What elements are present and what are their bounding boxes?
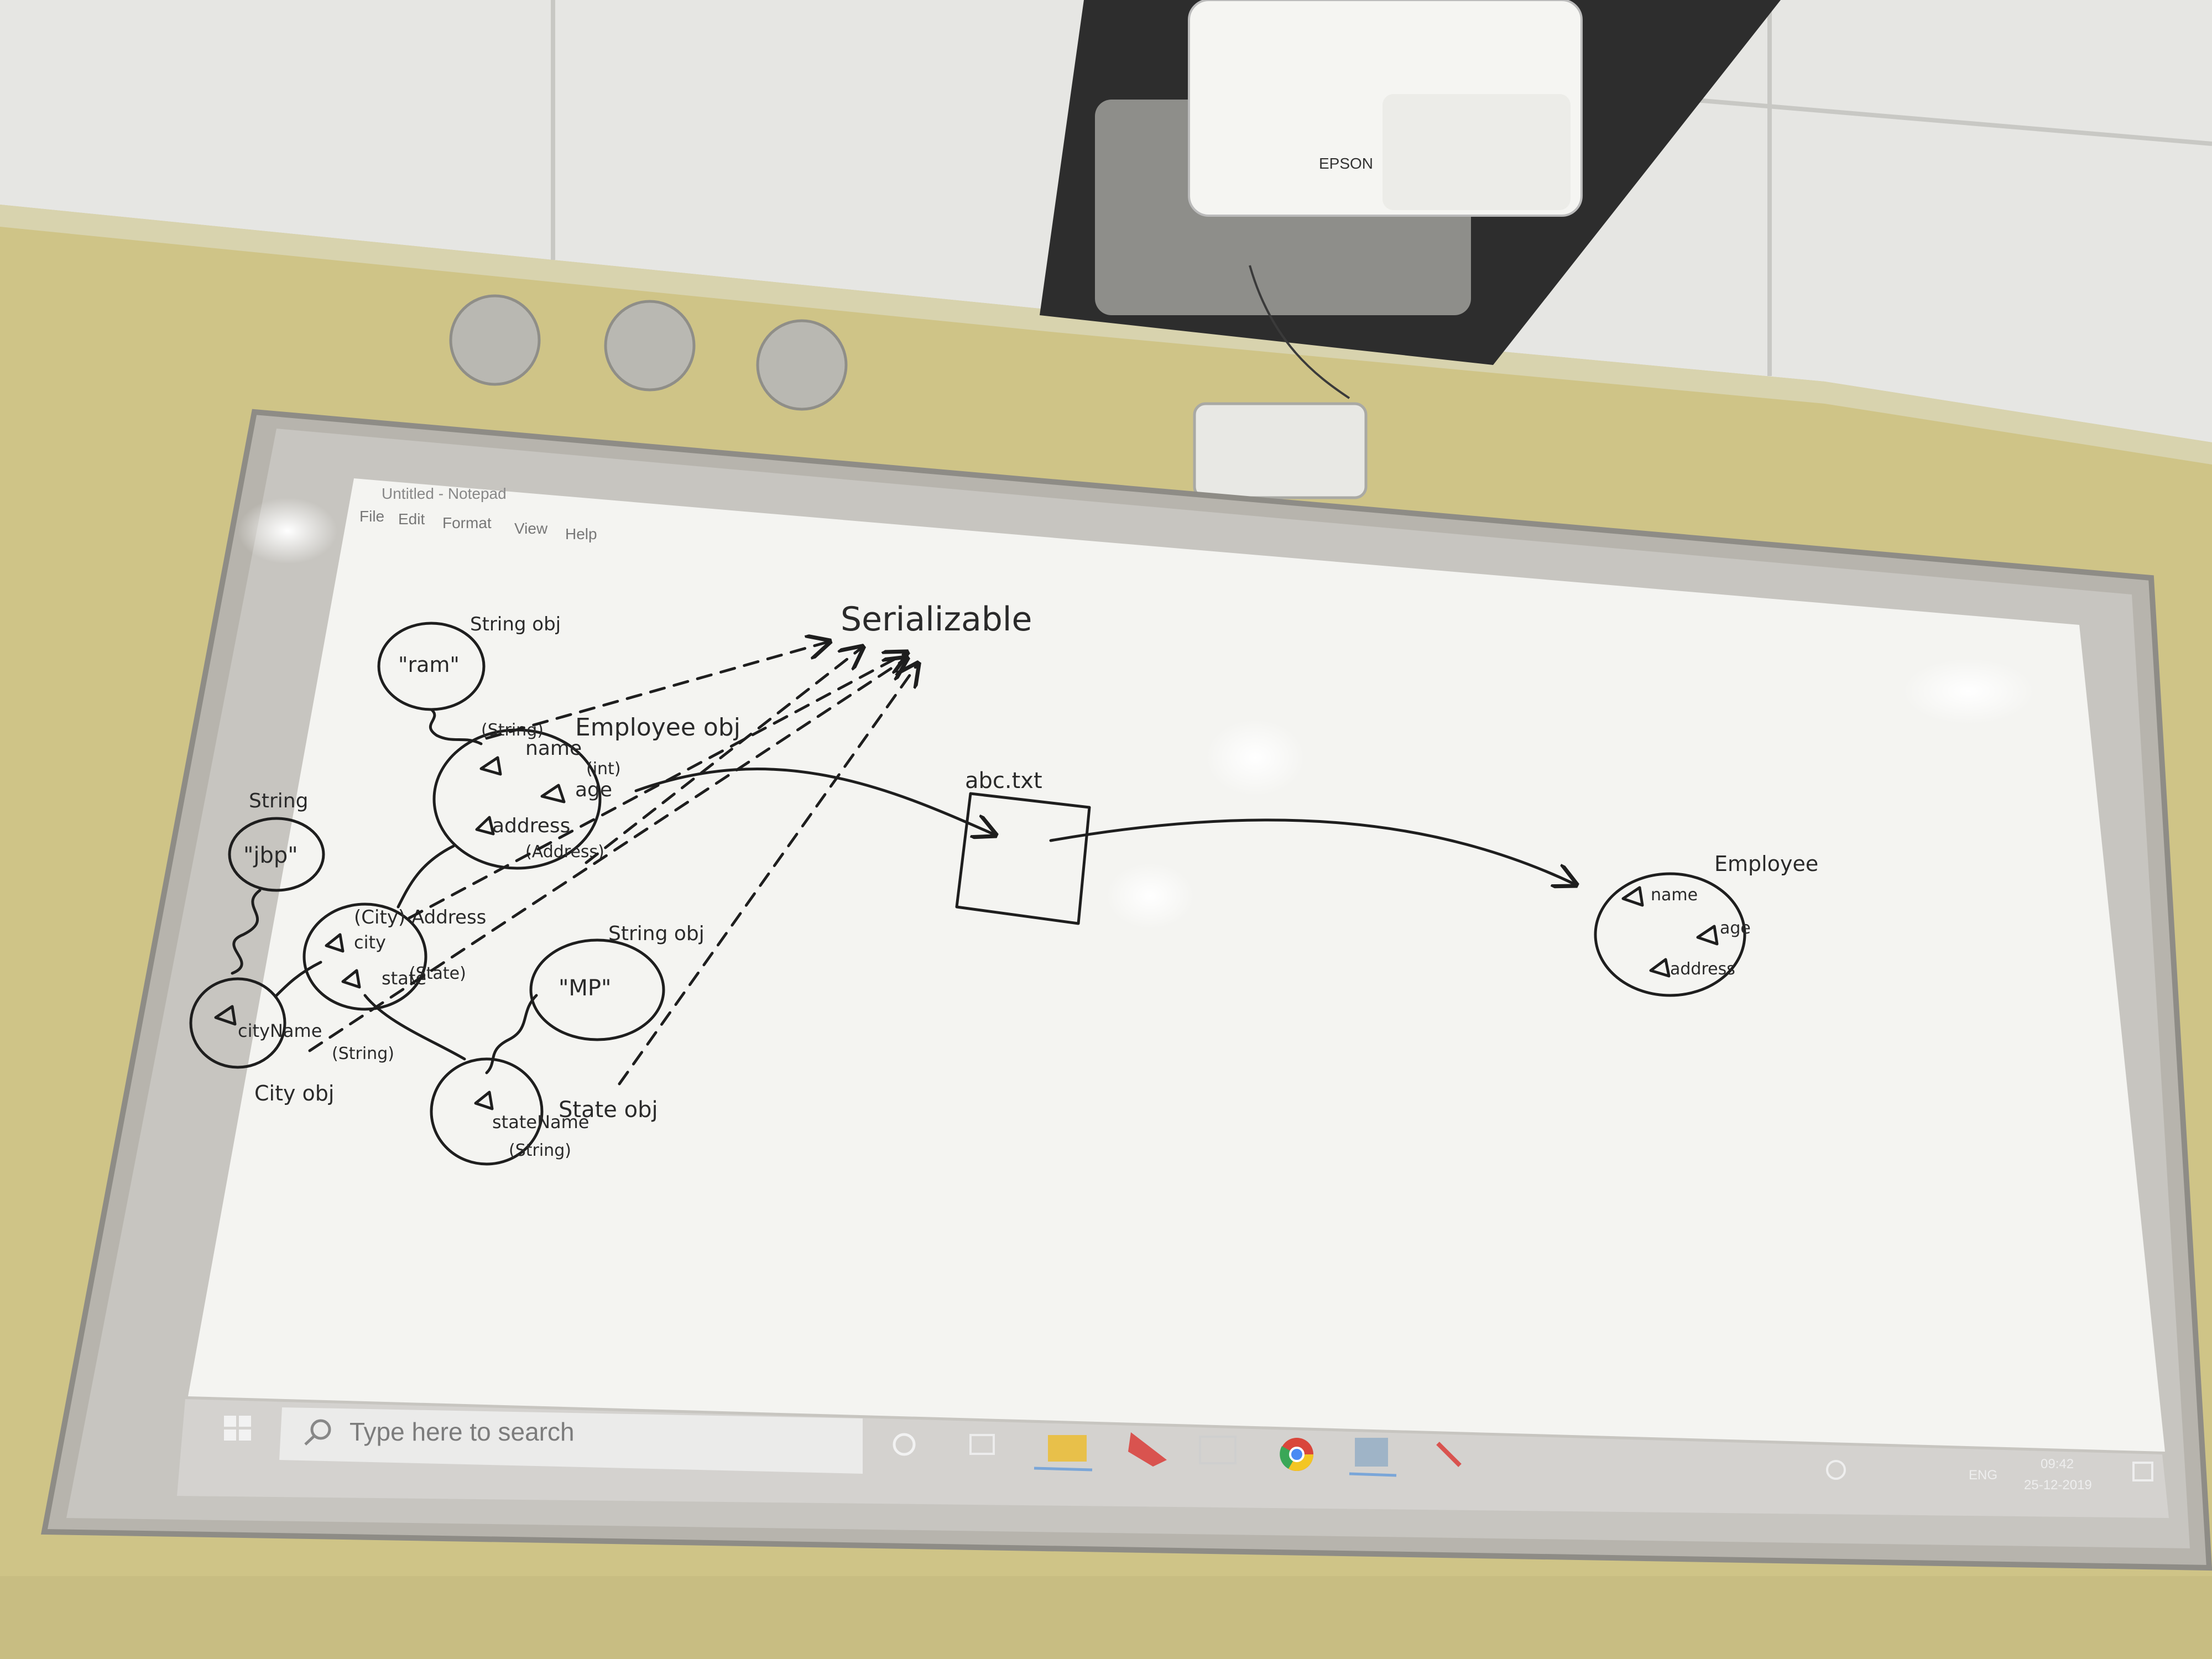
- employee-int-type: (int): [586, 759, 621, 779]
- employee-label: Employee: [1714, 852, 1818, 876]
- mp-link: [485, 994, 538, 1074]
- address-field-city: city: [354, 932, 386, 953]
- state-string-type: (String): [509, 1141, 571, 1160]
- glare-3: [1106, 863, 1194, 929]
- wall-socket-3: [756, 319, 848, 411]
- menu-file[interactable]: File: [359, 508, 384, 525]
- employee2-field-address: address: [1670, 959, 1735, 979]
- glare-4: [238, 498, 337, 564]
- address-link: [397, 844, 455, 909]
- city-link: [275, 961, 322, 997]
- dashed-arrow-3: [408, 653, 907, 920]
- string-label-3: String obj: [608, 922, 705, 945]
- employee2-field-age: age: [1720, 919, 1751, 938]
- notepad-menubar: File Edit Format View Help: [359, 508, 597, 542]
- employee-field-name: name: [525, 737, 582, 760]
- window-app-icon[interactable]: [1199, 1436, 1237, 1464]
- state-object: [430, 1057, 544, 1166]
- string-label-2: String: [249, 790, 308, 812]
- cortana-icon[interactable]: [893, 1433, 916, 1456]
- dashed-arrow-2: [585, 647, 863, 864]
- mp-string-object: [529, 938, 665, 1041]
- notepad-taskbar-icon[interactable]: [1355, 1438, 1388, 1467]
- file-box: [955, 792, 1091, 925]
- jbp-string-object: [228, 817, 325, 892]
- state-link: [363, 994, 466, 1061]
- taskbar-date[interactable]: 25-12-2019: [2024, 1478, 2092, 1493]
- taskbar-time[interactable]: 09:42: [2041, 1457, 2074, 1472]
- employee-obj-label: Employee obj: [575, 713, 740, 742]
- interactive-sensor-box: [1193, 402, 1368, 499]
- wall-socket-1: [449, 294, 541, 386]
- serialize-arrow: [634, 768, 995, 835]
- paint-app-icon[interactable]: [1128, 1432, 1167, 1467]
- notification-icon[interactable]: [2132, 1462, 2153, 1481]
- file-explorer-icon[interactable]: [1048, 1435, 1087, 1462]
- dashed-arrow-1: [485, 641, 830, 740]
- projector-brand: EPSON: [1319, 155, 1373, 172]
- jbp-value: "jbp": [243, 843, 298, 868]
- employee-field-address: address: [492, 815, 570, 837]
- dashed-arrow-4: [308, 658, 907, 1052]
- taskbar-search-placeholder[interactable]: Type here to search: [349, 1417, 575, 1446]
- whiteboard-surface: [188, 478, 2165, 1452]
- windows-start-icon[interactable]: [224, 1416, 251, 1441]
- city-string-type: (String): [332, 1044, 394, 1063]
- network-icon[interactable]: [1826, 1460, 1846, 1480]
- state-obj-label: State obj: [559, 1097, 658, 1123]
- employee2-field-name: name: [1651, 885, 1698, 905]
- serializable-label: Serializable: [841, 600, 1032, 639]
- notepad-title: Untitled - Notepad: [382, 485, 507, 502]
- mp-value: "MP": [559, 975, 611, 1001]
- task-view-icon[interactable]: [969, 1434, 995, 1455]
- lower-wall: [0, 1576, 2212, 1659]
- state-field-statename: stateName: [492, 1112, 589, 1133]
- employee-deserialized-object: [1594, 872, 1746, 997]
- city-object: [189, 977, 286, 1069]
- address-object: [302, 902, 427, 1011]
- chrome-icon[interactable]: [1280, 1438, 1313, 1472]
- dashed-arrow-5: [618, 664, 918, 1086]
- jbp-link: [231, 889, 262, 975]
- menu-format[interactable]: Format: [442, 514, 492, 531]
- glare-2: [1206, 719, 1305, 796]
- employee-field-age: age: [575, 779, 612, 801]
- taskbar-language[interactable]: ENG: [1969, 1468, 1997, 1483]
- ram-link: [429, 708, 483, 745]
- wall-socket-2: [604, 300, 696, 392]
- ram-value: "ram": [398, 653, 460, 677]
- search-icon: [304, 1419, 331, 1446]
- pen-app-icon[interactable]: [1436, 1442, 1462, 1467]
- file-label: abc.txt: [965, 768, 1042, 794]
- deserialize-arrow: [1049, 818, 1576, 885]
- string-obj-label: String obj: [470, 613, 561, 635]
- address-obj-label: (City) Address: [354, 906, 486, 928]
- menu-edit[interactable]: Edit: [398, 510, 425, 528]
- city-obj-label: City obj: [254, 1081, 335, 1105]
- taskbar-search-box[interactable]: [279, 1407, 863, 1474]
- glare-1: [1902, 658, 2035, 724]
- city-field-cityname: cityName: [238, 1020, 322, 1041]
- ceiling-edge: [0, 205, 2212, 465]
- menu-view[interactable]: View: [514, 520, 548, 537]
- menu-help[interactable]: Help: [565, 525, 597, 542]
